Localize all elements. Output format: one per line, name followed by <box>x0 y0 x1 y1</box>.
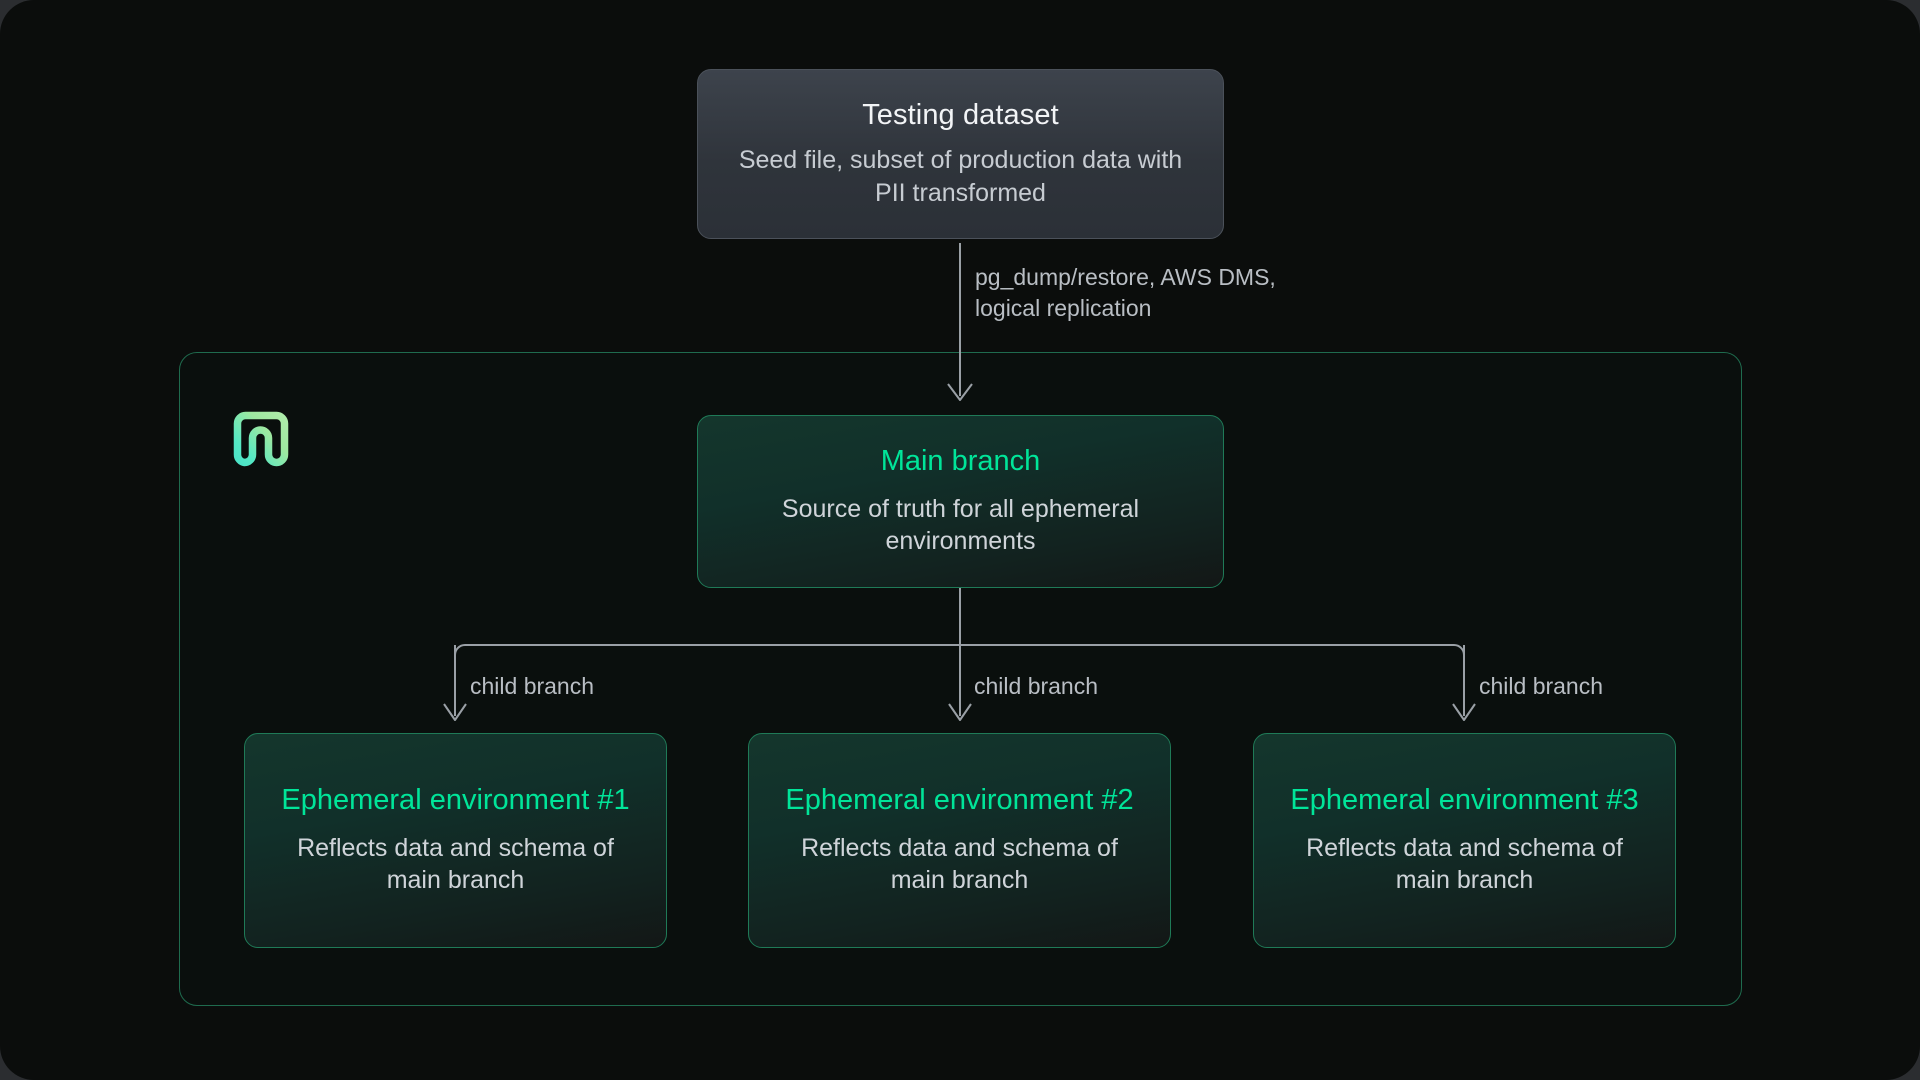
node-title: Ephemeral environment #2 <box>785 784 1134 817</box>
node-description: Reflects data and schema of main branch <box>297 833 614 895</box>
edge-label-child-branch-2: child branch <box>974 673 1099 699</box>
node-ephemeral-environment-3: Ephemeral environment #3 Reflects data a… <box>1253 733 1676 948</box>
node-description: Source of truth for all ephemeral enviro… <box>781 494 1140 556</box>
node-ephemeral-environment-1: Ephemeral environment #1 Reflects data a… <box>244 733 667 948</box>
node-title: Ephemeral environment #3 <box>1290 784 1639 817</box>
node-description: Reflects data and schema of main branch <box>801 833 1118 895</box>
edge-label-child-branch-1: child branch <box>470 673 595 699</box>
node-title: Ephemeral environment #1 <box>281 784 630 817</box>
edge-label-ingest: pg_dump/restore, AWS DMS, logical replic… <box>975 264 1276 322</box>
neon-logo-icon <box>225 403 297 475</box>
node-title: Testing dataset <box>862 98 1059 131</box>
node-main-branch: Main branch Source of truth for all ephe… <box>697 415 1224 588</box>
node-ephemeral-environment-2: Ephemeral environment #2 Reflects data a… <box>748 733 1171 948</box>
node-testing-dataset: Testing dataset Seed file, subset of pro… <box>697 69 1224 239</box>
node-title: Main branch <box>880 445 1041 478</box>
node-description: Reflects data and schema of main branch <box>1306 833 1623 895</box>
edge-label-child-branch-3: child branch <box>1479 673 1604 699</box>
node-description: Seed file, subset of production data wit… <box>738 146 1183 208</box>
